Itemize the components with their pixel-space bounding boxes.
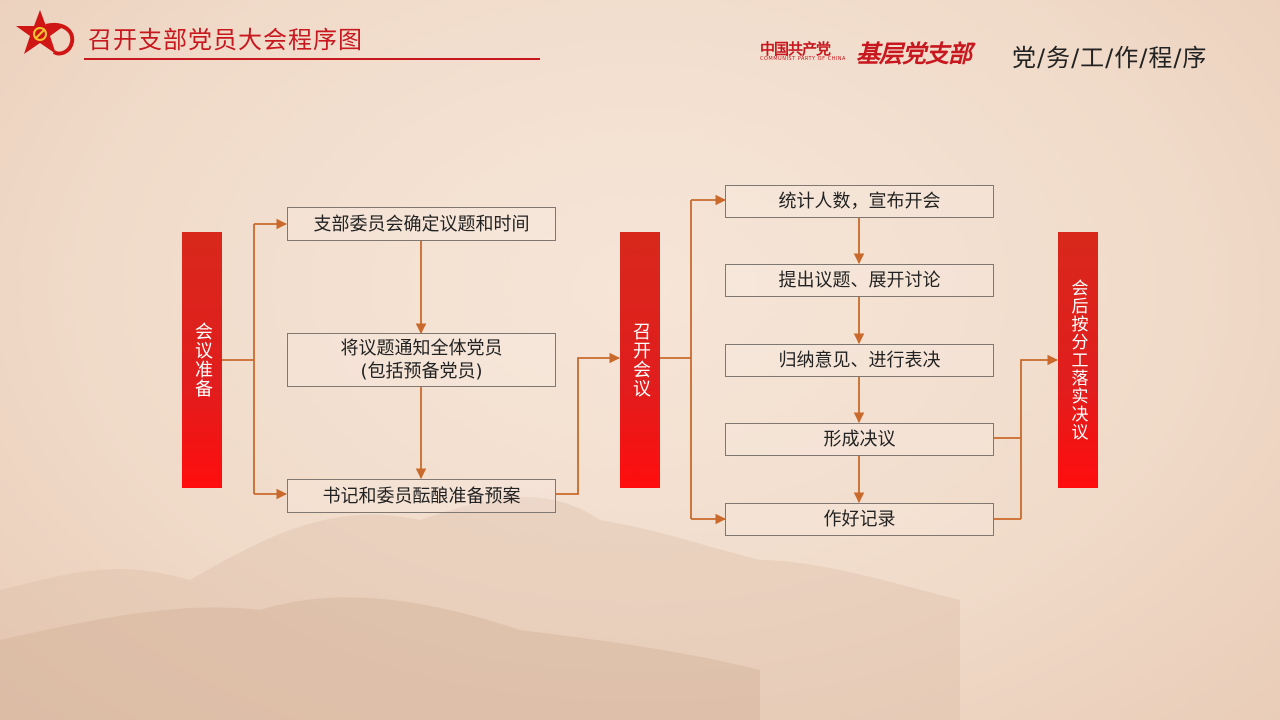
phase-prepare: 会议准备	[182, 232, 222, 488]
step-record: 作好记录	[725, 503, 994, 536]
brand-subtitle: COMMUNIST PARTY OF CHINA	[760, 56, 846, 62]
step-notify-members: 将议题通知全体党员 (包括预备党员)	[287, 333, 556, 387]
step-prepare-plan: 书记和委员酝酿准备预案	[287, 479, 556, 513]
party-emblem-icon	[16, 10, 75, 56]
phase-implement-label: 会后按分工落实决议	[1067, 279, 1088, 441]
step-resolution-label: 形成决议	[823, 429, 896, 450]
brand-name: 中国共产党	[760, 40, 831, 58]
phase-hold-meeting-label: 召开会议	[630, 322, 651, 398]
phase-implement: 会后按分工落实决议	[1058, 232, 1098, 488]
phase-hold-meeting: 召开会议	[620, 232, 660, 488]
step-vote-label: 归纳意见、进行表决	[778, 350, 941, 371]
step-set-agenda: 支部委员会确定议题和时间	[287, 207, 556, 241]
step-record-label: 作好记录	[823, 509, 896, 530]
step-discuss: 提出议题、展开讨论	[725, 264, 994, 297]
section-slogan: 党/务/工/作/程/序	[1012, 44, 1208, 72]
step-resolution: 形成决议	[725, 423, 994, 456]
step-notify-members-line2: (包括预备党员)	[360, 361, 483, 382]
step-count-open-label: 统计人数，宣布开会	[778, 191, 941, 212]
step-set-agenda-label: 支部委员会确定议题和时间	[313, 213, 530, 235]
page-title: 召开支部党员大会程序图	[88, 26, 363, 54]
step-vote: 归纳意见、进行表决	[725, 344, 994, 377]
step-notify-members-line1: 将议题通知全体党员	[340, 338, 503, 359]
step-count-open: 统计人数，宣布开会	[725, 185, 994, 218]
brand-logo-text: 基层党支部	[856, 40, 972, 68]
step-prepare-plan-label: 书记和委员酝酿准备预案	[322, 485, 521, 507]
step-discuss-label: 提出议题、展开讨论	[778, 270, 941, 291]
title-underline	[84, 58, 540, 60]
phase-prepare-label: 会议准备	[192, 322, 213, 398]
